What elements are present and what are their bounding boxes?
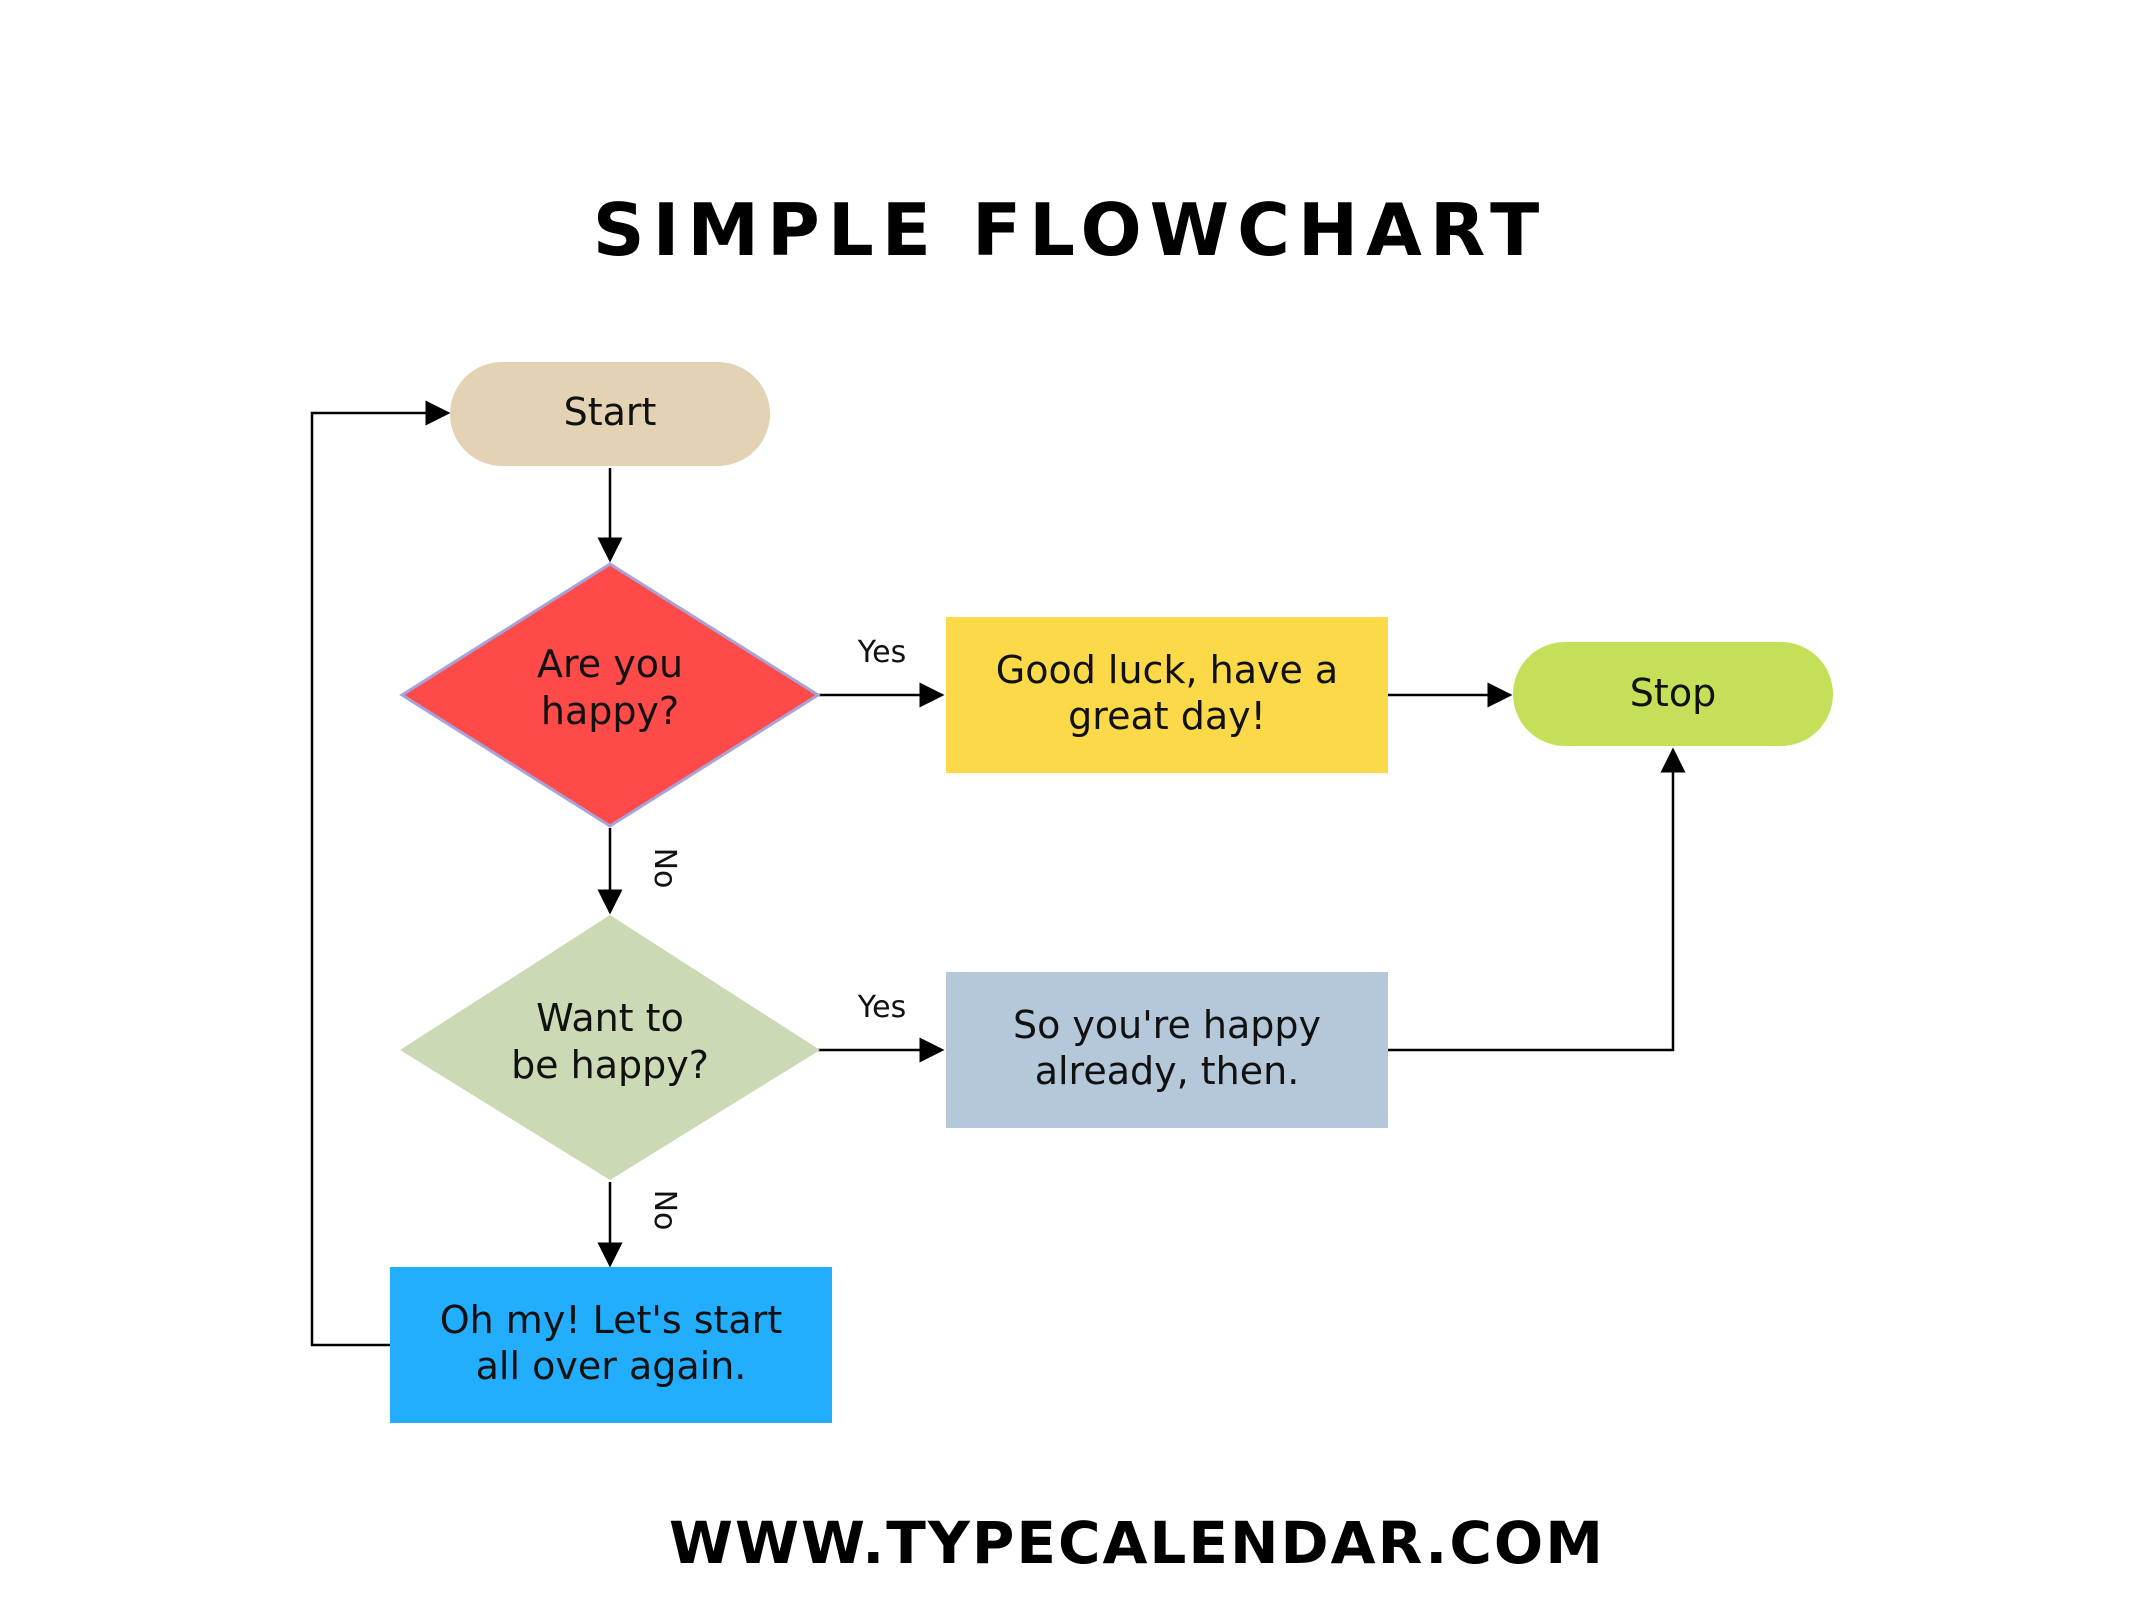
process-good-luck: Good luck, have a great day! <box>946 617 1388 773</box>
edge-label-no-happy: No <box>647 848 682 889</box>
process-good-luck-line1: Good luck, have a <box>996 648 1338 692</box>
decision-are-you-happy-line2: happy? <box>541 689 679 733</box>
process-start-over-line1: Oh my! Let's start <box>440 1298 783 1342</box>
decision-are-you-happy-shape <box>399 562 821 828</box>
decision-are-you-happy-line1: Are you <box>537 642 683 686</box>
decision-want-to-be-happy-line2: be happy? <box>511 1043 709 1087</box>
stop-label: Stop <box>1630 671 1716 715</box>
connectors <box>310 400 1686 1347</box>
process-so-happy-line2: already, then. <box>1035 1049 1300 1093</box>
decision-want-to-be-happy-line1: Want to <box>536 996 684 1040</box>
edge-label-yes-want: Yes <box>857 990 906 1025</box>
stop-node: Stop <box>1513 642 1833 746</box>
start-label: Start <box>564 390 657 434</box>
footer-url: WWW.TYPECALENDAR.COM <box>669 1509 1605 1577</box>
process-so-happy-shape <box>946 972 1388 1128</box>
edge-label-no-want: No <box>647 1190 682 1231</box>
process-so-happy-line1: So you're happy <box>1013 1003 1321 1047</box>
decision-want-to-be-happy: Want to be happy? <box>400 915 820 1180</box>
stop-shape <box>1513 642 1833 746</box>
process-good-luck-line2: great day! <box>1068 694 1266 738</box>
process-so-happy: So you're happy already, then. <box>946 972 1388 1128</box>
process-start-over-line2: all over again. <box>476 1344 747 1388</box>
start-shape <box>450 362 770 466</box>
decision-want-to-be-happy-shape <box>400 915 820 1180</box>
process-start-over: Oh my! Let's start all over again. <box>390 1267 832 1423</box>
start-node: Start <box>450 362 770 466</box>
edge-label-yes-happy: Yes <box>857 635 906 670</box>
decision-are-you-happy: Are you happy? <box>399 562 821 828</box>
process-good-luck-shape <box>946 617 1388 773</box>
edge-sohappy-to-stop <box>1388 747 1686 1052</box>
process-start-over-shape <box>390 1267 832 1423</box>
page-title: SIMPLE FLOWCHART <box>593 188 1547 272</box>
edge-startover-to-start <box>310 400 451 1347</box>
